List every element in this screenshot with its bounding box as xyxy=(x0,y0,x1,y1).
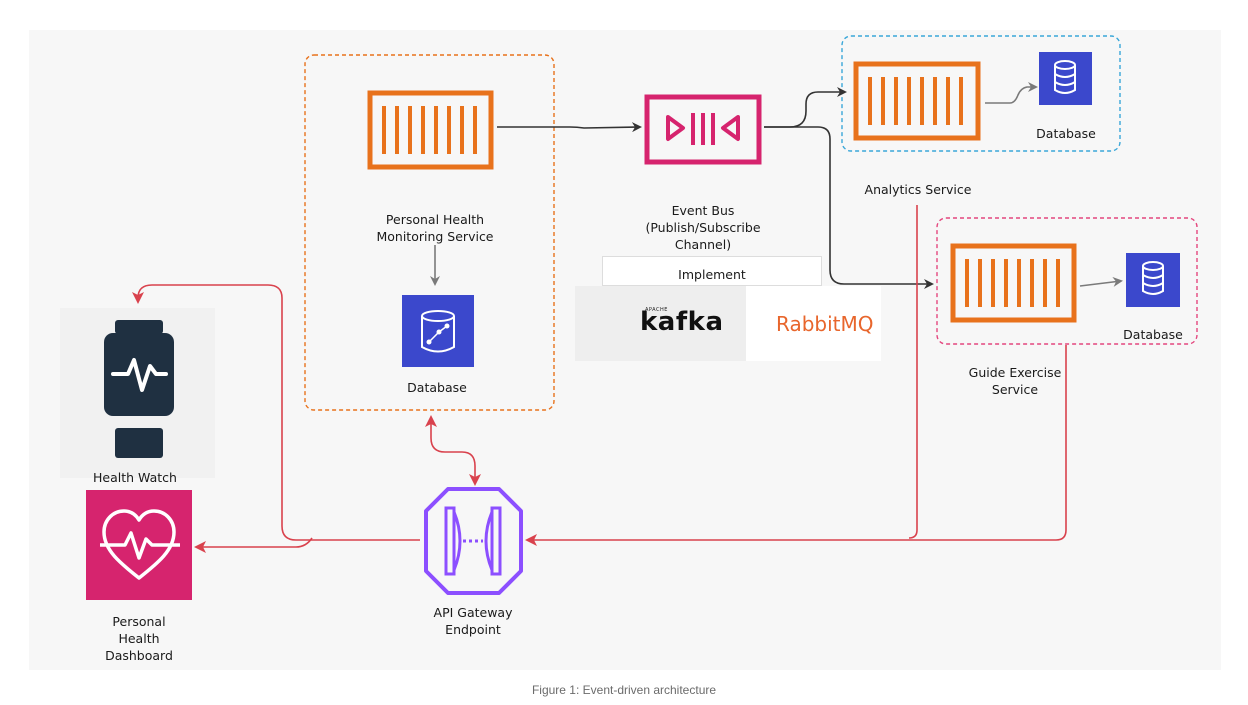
arrow-eventbus-to-analytics xyxy=(764,87,847,128)
implement-label: Implement xyxy=(678,267,746,282)
phm-service-label: Personal Health Monitoring Service xyxy=(376,212,494,244)
rabbitmq-logo-box xyxy=(746,286,881,361)
event-bus-label: Event Bus (Publish/Subscribe Channel) xyxy=(645,203,761,252)
arrow-analytics-queue-to-db xyxy=(985,82,1038,104)
api-gateway-icon xyxy=(424,487,523,595)
kafka-apache-text: APACHE xyxy=(645,307,668,313)
dashboard-label: Personal Health Dashboard xyxy=(105,614,173,663)
kafka-wordmark: kafka xyxy=(640,307,724,337)
arrow-to-health-watch xyxy=(132,284,420,541)
database-icon xyxy=(1039,52,1092,105)
guide-exercise-service-label: Guide Exercise Service xyxy=(968,365,1062,397)
event-bus-icon xyxy=(644,94,762,165)
arrow-gateway-db-bidirectional xyxy=(425,415,481,486)
queue-icon xyxy=(367,90,494,170)
heart-pulse-icon xyxy=(86,490,192,600)
arrow-analytics-to-gateway xyxy=(908,205,918,539)
guide-database-label: Database xyxy=(1123,327,1183,342)
watch-pulse-icon xyxy=(60,308,215,478)
kafka-logo-box xyxy=(575,286,746,361)
queue-icon xyxy=(950,243,1077,323)
arrow-phm-to-eventbus xyxy=(497,122,642,133)
arrow-eventbus-to-guide xyxy=(764,126,934,289)
queue-icon xyxy=(853,61,981,141)
analytics-database-label: Database xyxy=(1036,126,1096,141)
figure-caption: Figure 1: Event-driven architecture xyxy=(531,683,717,697)
phm-database-label: Database xyxy=(407,380,467,395)
arrow-to-dashboard xyxy=(194,537,313,553)
implement-box xyxy=(602,256,822,286)
database-icon xyxy=(1126,253,1180,307)
phm-service-container xyxy=(304,54,555,411)
arrow-guide-to-gateway xyxy=(525,345,1067,546)
arrow-guide-queue-to-db xyxy=(1079,277,1123,287)
health-watch-label: Health Watch xyxy=(93,470,177,485)
analytics-service-label: Analytics Service xyxy=(864,182,972,197)
rabbitmq-wordmark: RabbitMQ xyxy=(776,312,874,336)
api-gateway-label: API Gateway Endpoint xyxy=(433,605,513,637)
guide-exercise-container xyxy=(936,217,1198,345)
database-graph-icon xyxy=(402,295,474,367)
